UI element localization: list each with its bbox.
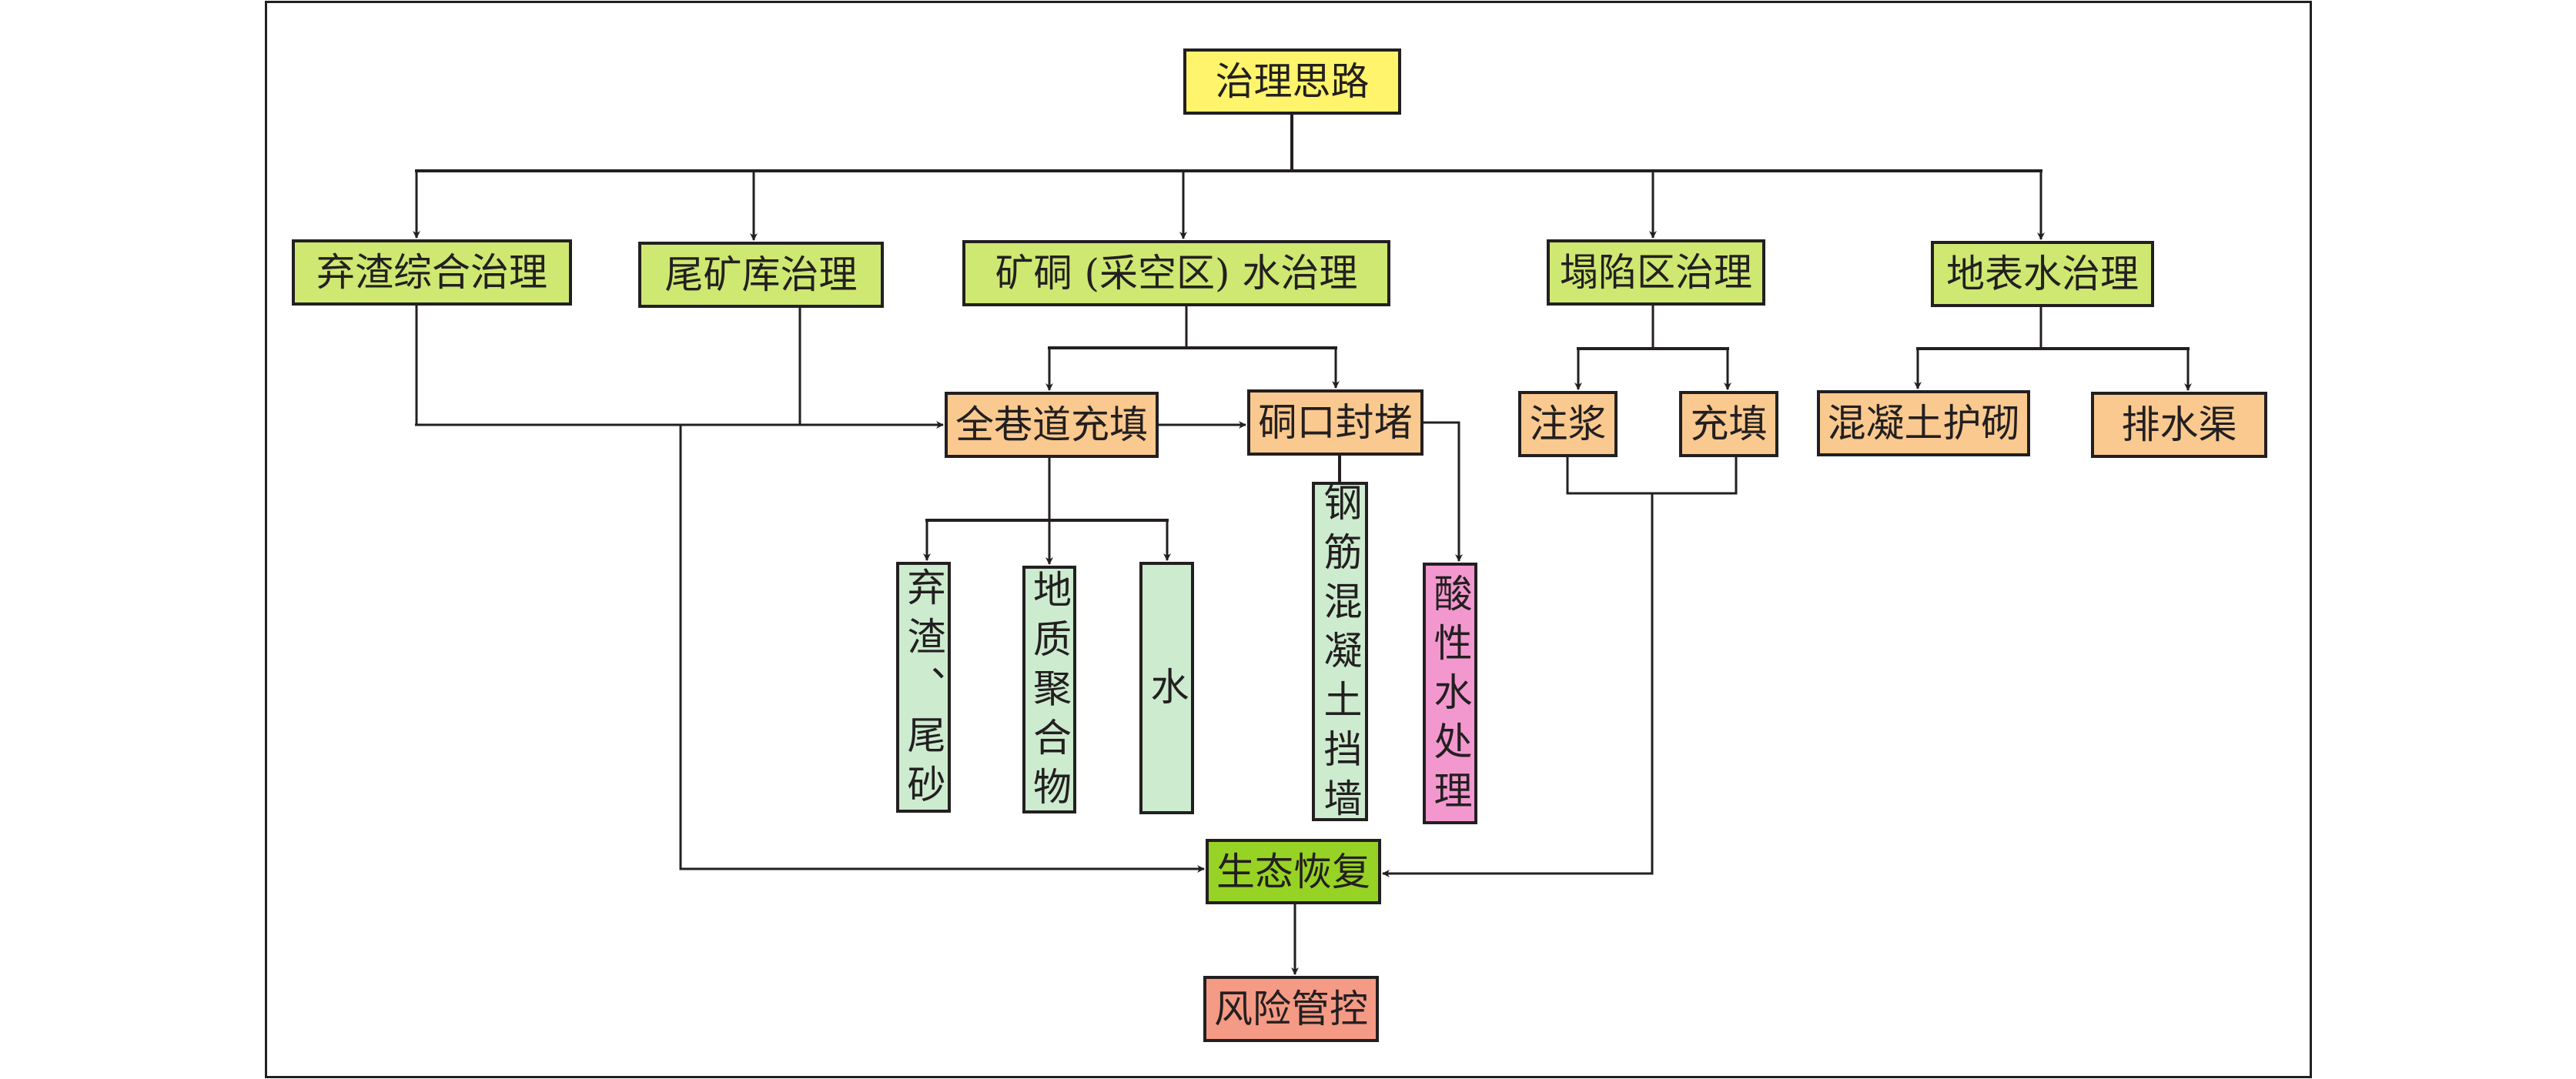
node-rc-retaining-wall: 钢筋混凝土挡墙 bbox=[1312, 482, 1368, 827]
node-filling: 充填 bbox=[1679, 391, 1778, 457]
node-label: 排水渠 bbox=[2121, 403, 2237, 447]
node-water-material: 水 bbox=[1139, 562, 1194, 814]
node-label: 弃渣、尾砂 bbox=[901, 567, 946, 813]
node-label: 充填 bbox=[1690, 402, 1768, 446]
node-label: 注浆 bbox=[1529, 402, 1607, 446]
diagram-frame bbox=[265, 1, 2312, 1078]
node-label: 矿硐 (采空区) 水治理 bbox=[995, 251, 1358, 296]
node-label: 生态恢复 bbox=[1216, 849, 1370, 894]
node-adit-water-treatment: 矿硐 (采空区) 水治理 bbox=[962, 240, 1390, 306]
node-full-roadway-filling: 全巷道充填 bbox=[945, 392, 1159, 458]
node-label: 风险管控 bbox=[1214, 987, 1368, 1031]
node-label: 地表水治理 bbox=[1946, 252, 2139, 296]
node-label: 硐口封堵 bbox=[1258, 400, 1413, 445]
node-label: 水 bbox=[1144, 666, 1189, 716]
node-grouting: 注浆 bbox=[1518, 391, 1618, 457]
node-acid-water-treatment: 酸性水处理 bbox=[1423, 563, 1477, 824]
node-label: 治理思路 bbox=[1215, 59, 1370, 104]
node-waste-rock-treatment: 弃渣综合治理 bbox=[292, 239, 572, 306]
node-subsidence-treatment: 塌陷区治理 bbox=[1547, 239, 1765, 306]
node-waste-tailings-material: 弃渣、尾砂 bbox=[896, 562, 951, 813]
node-geopolymer-material: 地质聚合物 bbox=[1022, 566, 1076, 816]
arrow-seal-to-acid bbox=[1423, 421, 1463, 562]
node-surface-water-treatment: 地表水治理 bbox=[1931, 241, 2154, 307]
node-drainage-channel: 排水渠 bbox=[2091, 392, 2267, 458]
node-label: 弃渣综合治理 bbox=[316, 250, 547, 295]
connector-grout-fill-join bbox=[1566, 457, 1738, 495]
node-label: 酸性水处理 bbox=[1427, 573, 1473, 820]
node-adit-sealing: 硐口封堵 bbox=[1247, 389, 1423, 456]
node-risk-control: 风险管控 bbox=[1203, 976, 1379, 1042]
node-concrete-lining: 混凝土护砌 bbox=[1817, 390, 2030, 456]
node-label: 钢筋混凝土挡墙 bbox=[1317, 482, 1363, 827]
arrow-waste-to-eco bbox=[679, 425, 1205, 873]
node-ecological-restoration: 生态恢复 bbox=[1206, 839, 1381, 904]
arrow-subsidence-to-eco bbox=[1382, 493, 1654, 877]
node-label: 地质聚合物 bbox=[1027, 570, 1072, 816]
node-label: 全巷道充填 bbox=[955, 403, 1148, 447]
node-label: 混凝土护砌 bbox=[1827, 401, 2020, 446]
node-governance-approach: 治理思路 bbox=[1183, 48, 1401, 115]
node-label: 塌陷区治理 bbox=[1560, 250, 1752, 295]
node-label: 尾矿库治理 bbox=[664, 252, 858, 297]
node-tailings-pond-treatment: 尾矿库治理 bbox=[638, 242, 884, 308]
